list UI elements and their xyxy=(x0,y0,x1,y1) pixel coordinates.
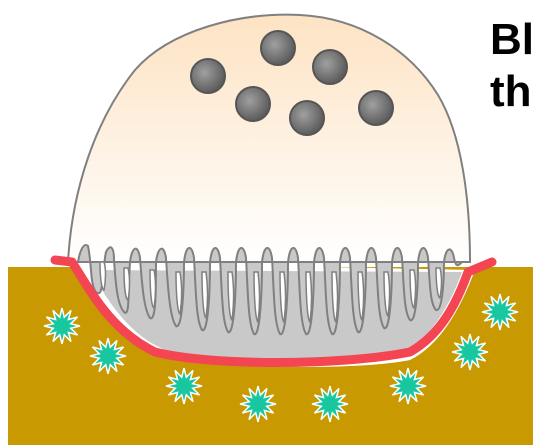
heading: Bl th xyxy=(490,14,533,118)
nucleus-icon xyxy=(359,91,393,125)
nucleus-icon xyxy=(261,31,295,65)
nucleus-icon xyxy=(313,50,347,84)
nucleus-icon xyxy=(236,87,270,121)
heading-line-2: th xyxy=(490,67,532,116)
nucleus-icon xyxy=(290,101,324,135)
nucleus-icon xyxy=(191,59,225,93)
heading-line-1: Bl xyxy=(490,15,533,64)
